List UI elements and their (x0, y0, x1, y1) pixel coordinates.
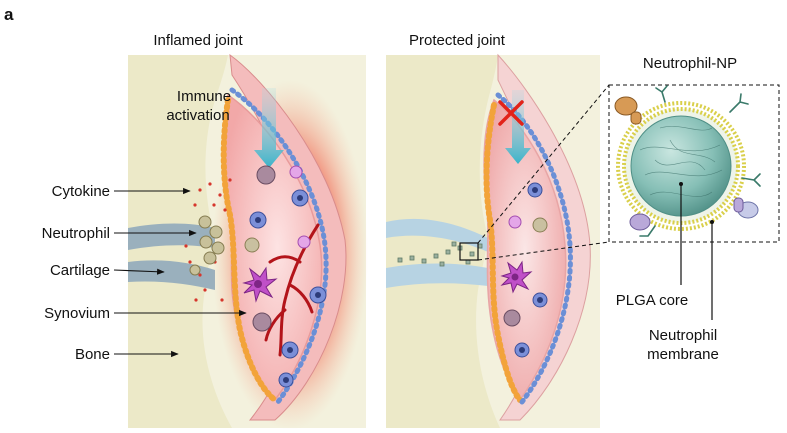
protected-joint-illustration (386, 53, 610, 428)
nanoparticle-inset (608, 84, 780, 320)
label-neutrophil-membrane-line1: Neutrophil (649, 327, 717, 344)
membrane-outer (616, 101, 746, 231)
neutrophil-cluster (189, 215, 225, 276)
glycan-branches (639, 85, 761, 237)
cartilage-upper-2 (386, 218, 488, 252)
zoom-line-bottom (477, 241, 610, 261)
immune-cells (244, 165, 327, 388)
label-neutrophil-membrane-line2: membrane (647, 346, 719, 363)
macrophage-icon-2 (500, 260, 533, 294)
zoom-box-icon (459, 242, 479, 261)
bone-left-2 (386, 55, 500, 428)
block-x-icon (498, 100, 524, 126)
label-bone: Bone (75, 346, 110, 363)
arrow-cartilage (113, 268, 165, 275)
panel-letter: a (4, 5, 14, 24)
core-texture (639, 126, 723, 197)
membrane-proteins (614, 96, 759, 231)
title-protected-joint: Protected joint (409, 32, 506, 49)
synovial-lining-left (220, 97, 278, 403)
label-cytokine: Cytokine (52, 183, 110, 200)
label-synovium: Synovium (44, 305, 110, 322)
synovial-lining-left-2 (483, 102, 523, 403)
immune-activation-line2: activation (166, 107, 229, 124)
blood-vessels (264, 223, 320, 357)
title-neutrophil-np: Neutrophil-NP (643, 55, 737, 72)
cartilage-lower-2 (386, 263, 488, 288)
blocked-arrow-icon (505, 90, 531, 164)
title-inflamed-joint: Inflamed joint (153, 32, 243, 49)
resident-cells-2 (503, 182, 548, 358)
immune-activation-line1: Immune (177, 88, 231, 105)
immune-arrow-icon (254, 88, 284, 168)
label-cartilage: Cartilage (50, 262, 110, 279)
macrophage-icon (242, 266, 278, 303)
synovial-lining-right-2 (495, 92, 573, 405)
core-pointer-dot (679, 182, 683, 186)
label-neutrophil: Neutrophil (42, 225, 110, 242)
zoom-line-top (477, 84, 610, 244)
label-plga-core: PLGA core (616, 292, 689, 309)
membrane-pointer-dot (710, 220, 714, 224)
inflamed-joint-illustration (128, 53, 368, 430)
